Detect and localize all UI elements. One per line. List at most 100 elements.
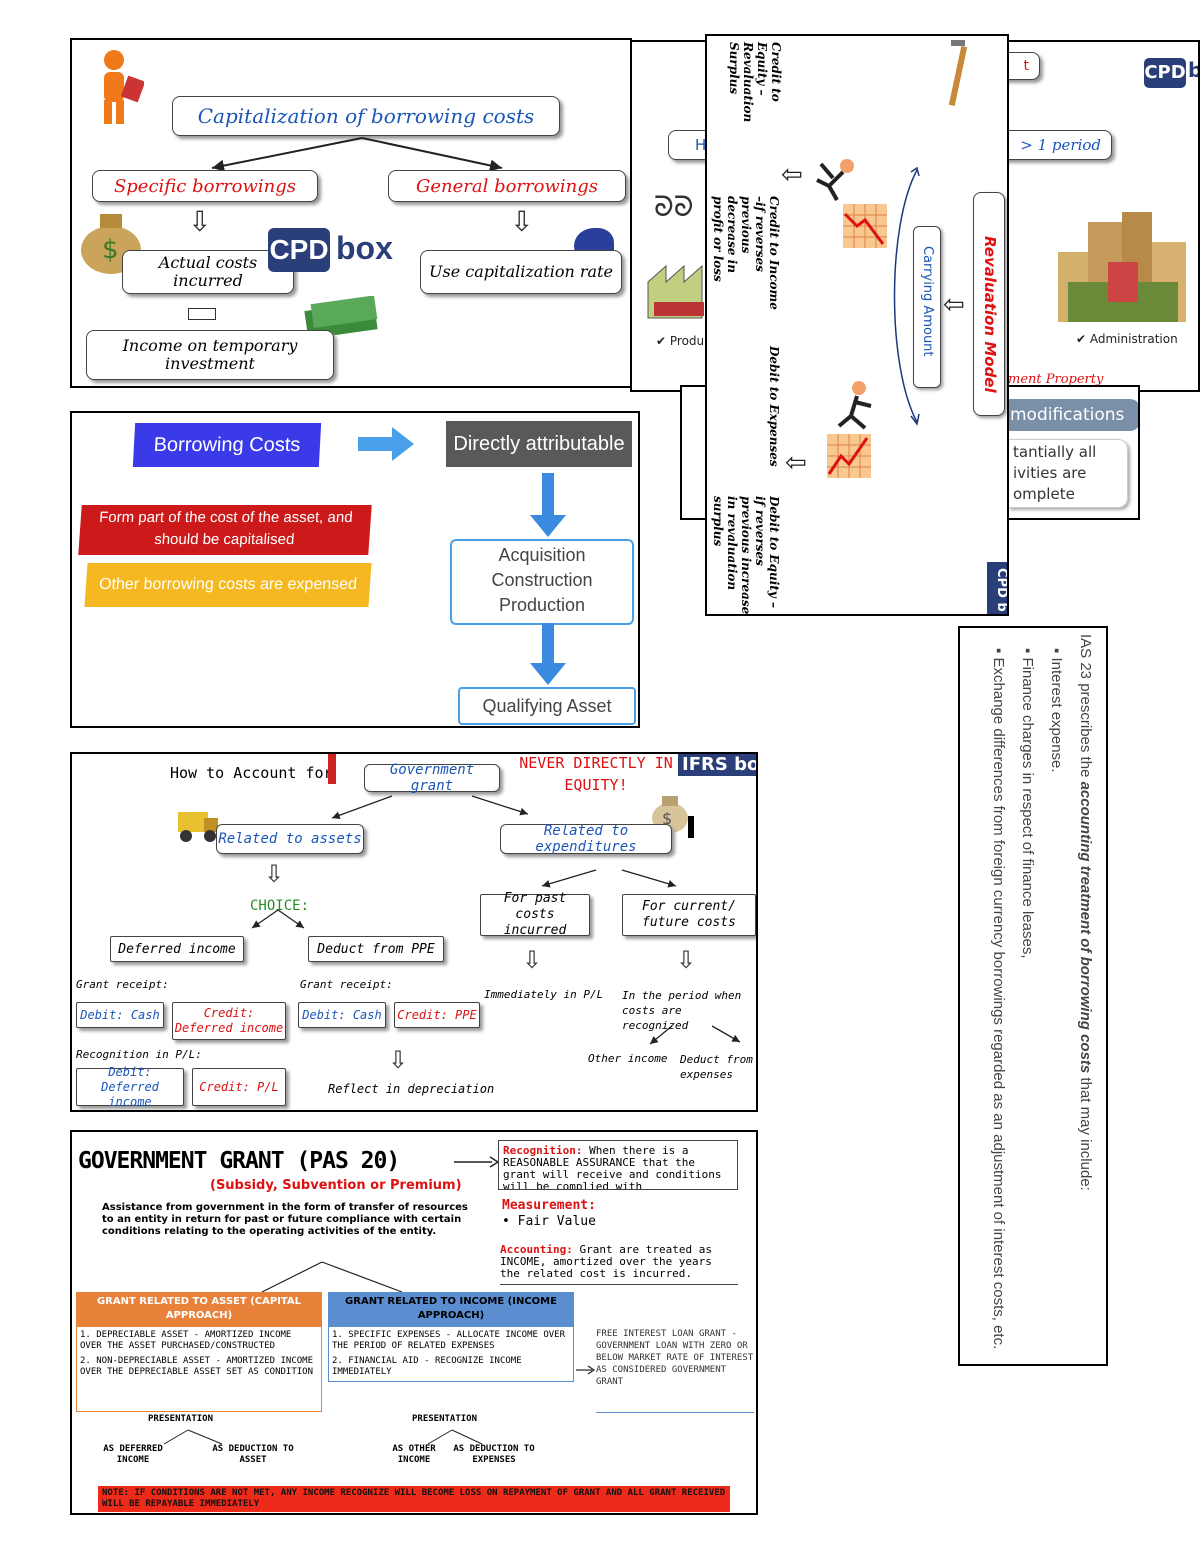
acq-line: Production [498, 595, 586, 615]
left-arrow-icon: ⇦ [781, 160, 803, 190]
down-arrow-icon [530, 623, 566, 685]
ias23-item: Finance charges in respect of finance le… [1019, 657, 1036, 959]
investment-property-label: ment Property [1008, 372, 1104, 387]
revaluation-title: Revaluation Model [981, 236, 999, 393]
recognition-box: Recognition: When there is a REASONABLE … [498, 1140, 738, 1190]
how-to-account-label: How to Account for [170, 764, 333, 782]
pas20-panel: GOVERNMENT GRANT (PAS 20) (Subsidy, Subv… [70, 1130, 758, 1515]
ias23-panel: IAS 23 prescribes the accounting treatme… [958, 626, 1108, 1366]
ias23-bullet: ▪ Interest expense. [1048, 648, 1065, 773]
credit-deferred-box: Credit: Deferred income [172, 1002, 286, 1040]
debit-equity-text: Debit to Equity –if reverses previous in… [711, 496, 781, 615]
asset-item: 2. NON-DEPRECIABLE ASSET - AMORTIZED INC… [80, 1356, 313, 1377]
presentation-label: PRESENTATION [148, 1414, 214, 1424]
black-bar-icon [688, 816, 694, 838]
person-figure-icon [94, 48, 146, 128]
nail-icon [943, 40, 973, 110]
credit-equity-text: Credit to Equity – Revaluation Surplus [727, 42, 783, 123]
recognition-label: Recognition in P/L: [76, 1048, 202, 1061]
immediately-pl-text: Immediately in P/L [484, 988, 604, 1001]
grant-receipt-label: Grant receipt: [76, 978, 169, 991]
deduct-expenses-text: Deduct from expenses [680, 1053, 753, 1081]
capitalised-banner: Form part of the cost of the asset, and … [78, 505, 372, 555]
expensed-banner: Other borrowing costs are expensed [84, 563, 372, 607]
choice-label: CHOICE: [250, 898, 310, 914]
modifications-header: modifications [1002, 399, 1138, 431]
note-banner: NOTE: IF CONDITIONS ARE NOT MET, ANY INC… [98, 1486, 730, 1512]
carrying-amount-box [913, 226, 941, 388]
measurement-text: • Fair Value [502, 1214, 596, 1229]
ias23-bullet: ▪ Finance charges in respect of finance … [1019, 648, 1036, 959]
revaluation-model-panel: Revaluation Model Carrying Amount ⇦ ⇦ ⇦ … [705, 34, 1009, 616]
government-grant-panel: How to Account for Government grant NEVE… [70, 752, 758, 1112]
ias23-intro-c: that may include: [1077, 1073, 1094, 1191]
actual-costs-box: Actual costs incurred [122, 250, 294, 294]
current-costs-box: For current/ future costs [622, 894, 756, 936]
asset-approach-header: GRANT RELATED TO ASSET (CAPITAL APPROACH… [76, 1292, 322, 1326]
falling-person-icon [831, 376, 881, 436]
income-items-box: 1. SPECIFIC EXPENSES - ALLOCATE INCOME O… [328, 1326, 574, 1382]
down-arrow-icon: ⇩ [188, 205, 212, 238]
reflect-depreciation-text: Reflect in depreciation [328, 1082, 495, 1096]
as-other-income-text: AS OTHER INCOME [392, 1444, 436, 1465]
acq-line: Construction [491, 570, 593, 590]
in-period-text: In the period when costs are recognized [622, 989, 742, 1032]
asset-items-box: 1. DEPRECIABLE ASSET - AMORTIZED INCOME … [76, 1326, 322, 1412]
ifrs-box-logo: IFRS bo [678, 754, 756, 776]
period-box: > 1 period [1000, 130, 1112, 160]
accounting-label: Accounting: [500, 1244, 573, 1256]
administration-label: ✔ Administration [1076, 332, 1178, 346]
capitalization-panel: Capitalization of borrowing costs Specif… [70, 38, 632, 388]
never-equity-text: NEVER DIRECTLY IN EQUITY! [519, 754, 673, 794]
debit-cash-box: Debit: Cash [76, 1002, 164, 1028]
income-item: 1. SPECIFIC EXPENSES - ALLOCATE INCOME O… [332, 1330, 565, 1351]
debit-expenses-text: Debit to Expenses [767, 346, 781, 467]
pas20-subtitle: (Subsidy, Subvention or Premium) [210, 1178, 462, 1193]
pas20-definition: Assistance from government in the form o… [102, 1202, 468, 1237]
related-assets-box: Related to assets [216, 824, 364, 854]
right-arrow-icon [358, 427, 414, 461]
ias23-intro-b: accounting treatment of borrowing costs [1077, 781, 1094, 1074]
other-income-text: Other income [588, 1052, 668, 1065]
grant-branch-arrows [251, 795, 741, 1045]
credit-income-text: Credit to Income –if reverses previous d… [711, 196, 781, 310]
free-interest-box: FREE INTEREST LOAN GRANT - GOVERNMENT LO… [596, 1328, 754, 1413]
deferred-income-box: Deferred income [110, 936, 244, 962]
city-buildings-icon [1048, 192, 1198, 332]
credit-ppe-box: Credit: PPE [394, 1002, 480, 1028]
cpd-logo: CPD b [1144, 52, 1198, 88]
spring-icon: ᘐᘐ [654, 190, 694, 223]
ias23-intro: IAS 23 prescribes the accounting treatme… [1071, 634, 1100, 1362]
income-item: 2. FINANCIAL AID - RECOGNIZE INCOME IMME… [332, 1356, 522, 1377]
acquisition-box: Acquisition Construction Production [450, 539, 634, 625]
as-deduction-expenses-text: AS DEDUCTION TO EXPENSES [453, 1444, 535, 1465]
grant-split-lines [163, 1261, 596, 1445]
presentation-label: PRESENTATION [412, 1414, 478, 1424]
left-arrow-icon: ⇦ [785, 448, 807, 478]
svg-text:$: $ [662, 809, 672, 828]
left-arrow-icon: ⇦ [943, 290, 965, 320]
down-arrow-icon: ⇩ [522, 946, 543, 974]
gov-grant-box: Government grant [364, 762, 500, 794]
down-arrow-icon: ⇩ [388, 1046, 409, 1074]
capitalization-title: Capitalization of borrowing costs [172, 96, 560, 136]
cash-stack-icon [302, 295, 382, 340]
qualifying-asset-box: Qualifying Asset [458, 687, 636, 725]
recognition-label: Recognition: [503, 1144, 583, 1157]
ias23-bullet: ▪ Exchange differences from foreign curr… [990, 648, 1007, 1350]
cpd-logo-vertical: CPD b [987, 562, 1007, 614]
income-approach-header: GRANT RELATED TO INCOME (INCOME APPROACH… [328, 1292, 574, 1326]
acq-line: Acquisition [498, 545, 586, 565]
ias23-intro-a: IAS 23 prescribes the [1077, 634, 1094, 782]
ias23-content: IAS 23 prescribes the accounting treatme… [984, 634, 1100, 1362]
red-bar-icon [328, 754, 336, 784]
deduct-ppe-box: Deduct from PPE [308, 936, 444, 962]
specific-borrowings-box: Specific borrowings [92, 170, 318, 202]
related-expenditures-box: Related to expenditures [500, 823, 672, 855]
modifications-text: tantially all ivities are omplete [1008, 439, 1128, 508]
as-deduction-asset-text: AS DEDUCTION TO ASSET [212, 1444, 294, 1465]
debit-deferred-box: Debit: Deferred income [76, 1065, 184, 1109]
curved-arrows [893, 166, 920, 426]
factory-icon [644, 242, 714, 322]
down-arrow-icon: ⇩ [264, 860, 285, 888]
